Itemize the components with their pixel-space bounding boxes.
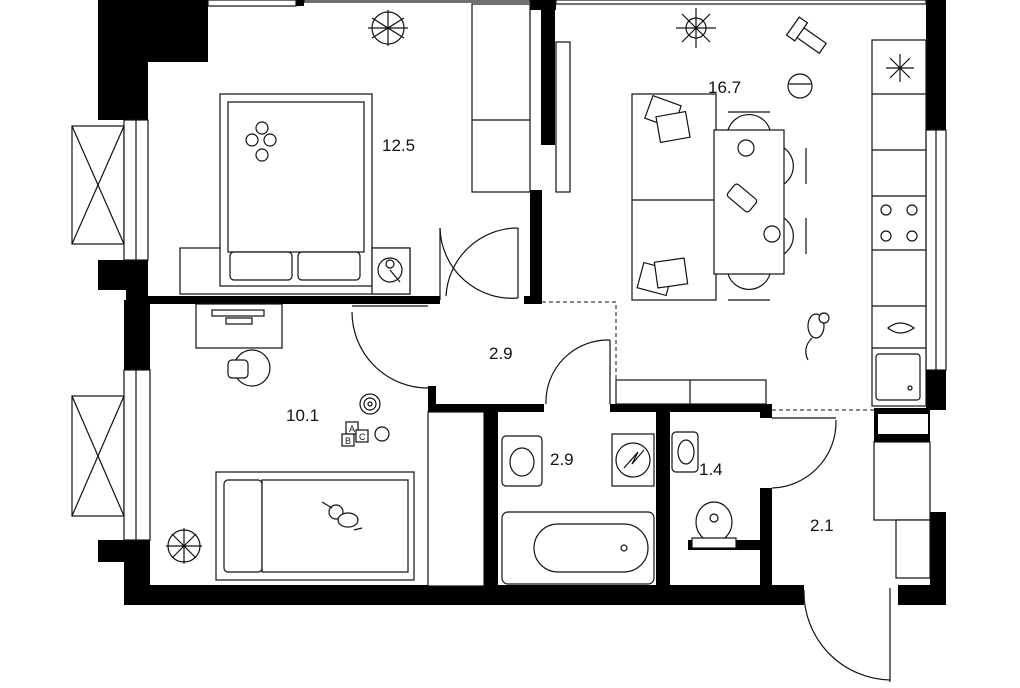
desk [195, 303, 283, 349]
toilet-room: 1.4 [671, 431, 737, 549]
toy-block-letter: C [359, 432, 366, 442]
wardrobe-entrance [873, 441, 931, 521]
bathroom: 2.9 [501, 433, 655, 585]
toy-blocks-icon: A C B [341, 421, 369, 447]
window-top-living [555, 0, 927, 5]
bedroom: 12.5 [179, 3, 531, 300]
bathroom-door[interactable] [545, 339, 611, 405]
window-top-right [303, 0, 531, 3]
toy-block-letter: A [349, 424, 355, 434]
kitchen-counter [871, 39, 927, 407]
single-bed [215, 471, 415, 581]
cushion-icon [636, 94, 691, 297]
wardrobe [471, 3, 531, 193]
small-sink-icon [671, 431, 699, 473]
closet [427, 411, 485, 587]
lamp-icon [377, 257, 403, 283]
water-drop-icon [887, 322, 916, 334]
windows [71, 0, 947, 541]
toy-rings-icon [245, 121, 277, 162]
room-area-bedroom: 12.5 [382, 136, 415, 155]
ball-icon [374, 426, 390, 442]
bench [615, 379, 767, 405]
desk-chair-icon [227, 349, 271, 387]
stove-icon [880, 204, 918, 242]
plant-icon [166, 528, 202, 564]
target-toy-icon [359, 393, 381, 415]
flower-icon [676, 8, 716, 48]
room-area-entrance: 2.1 [810, 516, 834, 535]
teddy-bear-icon [321, 501, 363, 531]
bathtub-icon [501, 511, 655, 585]
hall: 2.9 [351, 305, 611, 405]
room-area-kids-room: 10.1 [286, 406, 319, 425]
window-bedroom [71, 119, 149, 261]
tv-stand [555, 41, 571, 193]
entrance: 2.1 [771, 409, 931, 682]
dining-table [713, 111, 807, 301]
kids-door[interactable] [351, 305, 429, 389]
washbasin-icon [501, 435, 543, 487]
shoe-rack [895, 519, 931, 579]
bedroom-door[interactable] [439, 227, 519, 300]
cat-icon [805, 312, 830, 361]
window-top-bedroom [207, 0, 297, 7]
entrance-door[interactable] [803, 588, 891, 682]
walls [98, 0, 946, 605]
room-area-bathroom: 2.9 [550, 450, 574, 469]
living-kitchen: 16.7 [542, 8, 927, 407]
toy-block-letter: B [345, 436, 351, 446]
toilet-icon [691, 501, 737, 549]
washing-machine-icon [611, 433, 655, 487]
snowflake-icon [886, 54, 914, 82]
kids-room: A C B 10.1 [166, 303, 485, 587]
window-kids [71, 369, 151, 541]
double-bed [179, 93, 411, 295]
desk-chair-icon [785, 16, 828, 55]
sink-icon [875, 353, 921, 401]
ball-icon [787, 73, 813, 99]
cutting-board-icon [726, 183, 758, 213]
room-area-living-kitchen: 16.7 [708, 78, 741, 97]
plant-icon [368, 10, 408, 46]
plate-icon [763, 225, 781, 243]
room-area-toilet: 1.4 [699, 460, 723, 479]
toilet-door[interactable] [771, 417, 837, 489]
room-area-hall: 2.9 [489, 344, 513, 363]
plate-icon [737, 139, 755, 157]
